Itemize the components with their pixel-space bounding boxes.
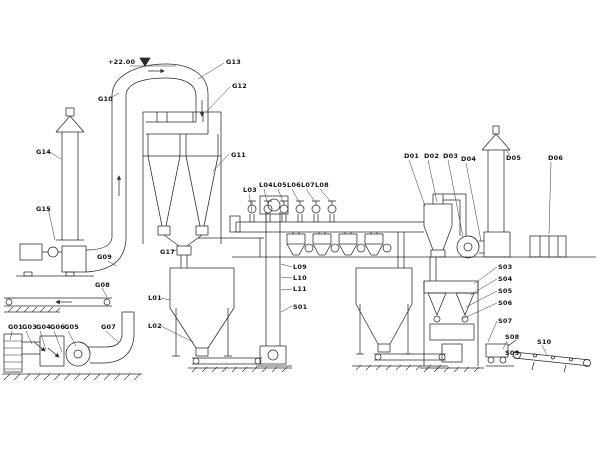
label-L03: L03 [243, 186, 257, 194]
label-G03: G03 [22, 323, 37, 331]
right-discharge-conveyor [374, 353, 446, 361]
overhead-distribution-duct [229, 215, 424, 233]
flow-arrows [33, 68, 205, 358]
label-S09: S09 [505, 349, 520, 357]
label-S06: S06 [498, 299, 513, 307]
label-G07: G07 [101, 323, 116, 331]
label-L11: L11 [293, 285, 307, 293]
exhaust-stack-left [55, 107, 85, 241]
elevation-marker [130, 57, 176, 67]
label-L05: L05 [273, 181, 287, 189]
elbow-duct [88, 311, 135, 364]
label-S01: S01 [293, 303, 308, 311]
classifier-units [286, 232, 392, 256]
label-D03: D03 [443, 152, 458, 160]
label-G09: G09 [97, 253, 112, 261]
label-D02: D02 [424, 152, 439, 160]
label-L10: L10 [293, 274, 307, 282]
silencer-box [529, 235, 567, 258]
label-G14: G14 [36, 148, 51, 156]
label-S05: S05 [498, 287, 513, 295]
label-L02: L02 [148, 322, 162, 330]
label-G13: G13 [226, 58, 241, 66]
leader-lines [9, 62, 552, 360]
bottom-blower-fan [65, 341, 91, 367]
label-G01: G01 [8, 323, 23, 331]
label-G15: G15 [36, 205, 51, 213]
right-hopper-feed-pipe [397, 232, 405, 268]
label-G05: G05 [64, 323, 79, 331]
label-G11: G11 [231, 151, 246, 159]
equipment-labels: +22.00 G13 G12 G10 G14 G11 G15 G17 G09 G… [8, 58, 563, 357]
label-S08: S08 [505, 333, 520, 341]
label-G04: G04 [36, 323, 51, 331]
left-discharge-conveyor [192, 357, 262, 365]
cyclone-separator-group [142, 111, 264, 268]
label-S04: S04 [498, 275, 513, 283]
main-riser-duct [85, 63, 209, 273]
label-S07: S07 [498, 317, 512, 325]
bag-trolley [485, 339, 517, 364]
label-G10: G10 [98, 95, 113, 103]
rotary-valve-row [247, 200, 337, 222]
label-G06: G06 [50, 323, 65, 331]
mixing-chamber [39, 335, 65, 367]
right-storage-hopper [355, 267, 413, 355]
label-D01: D01 [404, 152, 419, 160]
label-S10: S10 [537, 338, 552, 346]
hot-air-furnace-unit [19, 243, 87, 273]
label-L06: L06 [287, 181, 301, 189]
label-D04: D04 [461, 155, 476, 163]
screw-conveyor [4, 297, 112, 313]
exhaust-stack-right [481, 125, 511, 258]
bucket-elevator [256, 195, 292, 367]
dust-cyclone-right [423, 193, 467, 258]
induced-draft-fan [456, 235, 484, 259]
label-G08: G08 [95, 281, 110, 289]
label-L04: L04 [259, 181, 273, 189]
label-L01: L01 [148, 294, 162, 302]
label-L09: L09 [293, 263, 307, 271]
label-L07: L07 [301, 181, 315, 189]
label-D05: D05 [506, 154, 521, 162]
belt-conveyor [513, 351, 591, 373]
packing-machine [423, 257, 479, 366]
air-filter-box [3, 333, 40, 373]
left-storage-hopper [169, 267, 235, 357]
label-S03: S03 [498, 263, 512, 271]
label-D06: D06 [548, 154, 563, 162]
label-L08: L08 [315, 181, 329, 189]
label-G17: G17 [160, 248, 175, 256]
label-G12: G12 [232, 82, 247, 90]
elevation-label: +22.00 [108, 58, 135, 66]
